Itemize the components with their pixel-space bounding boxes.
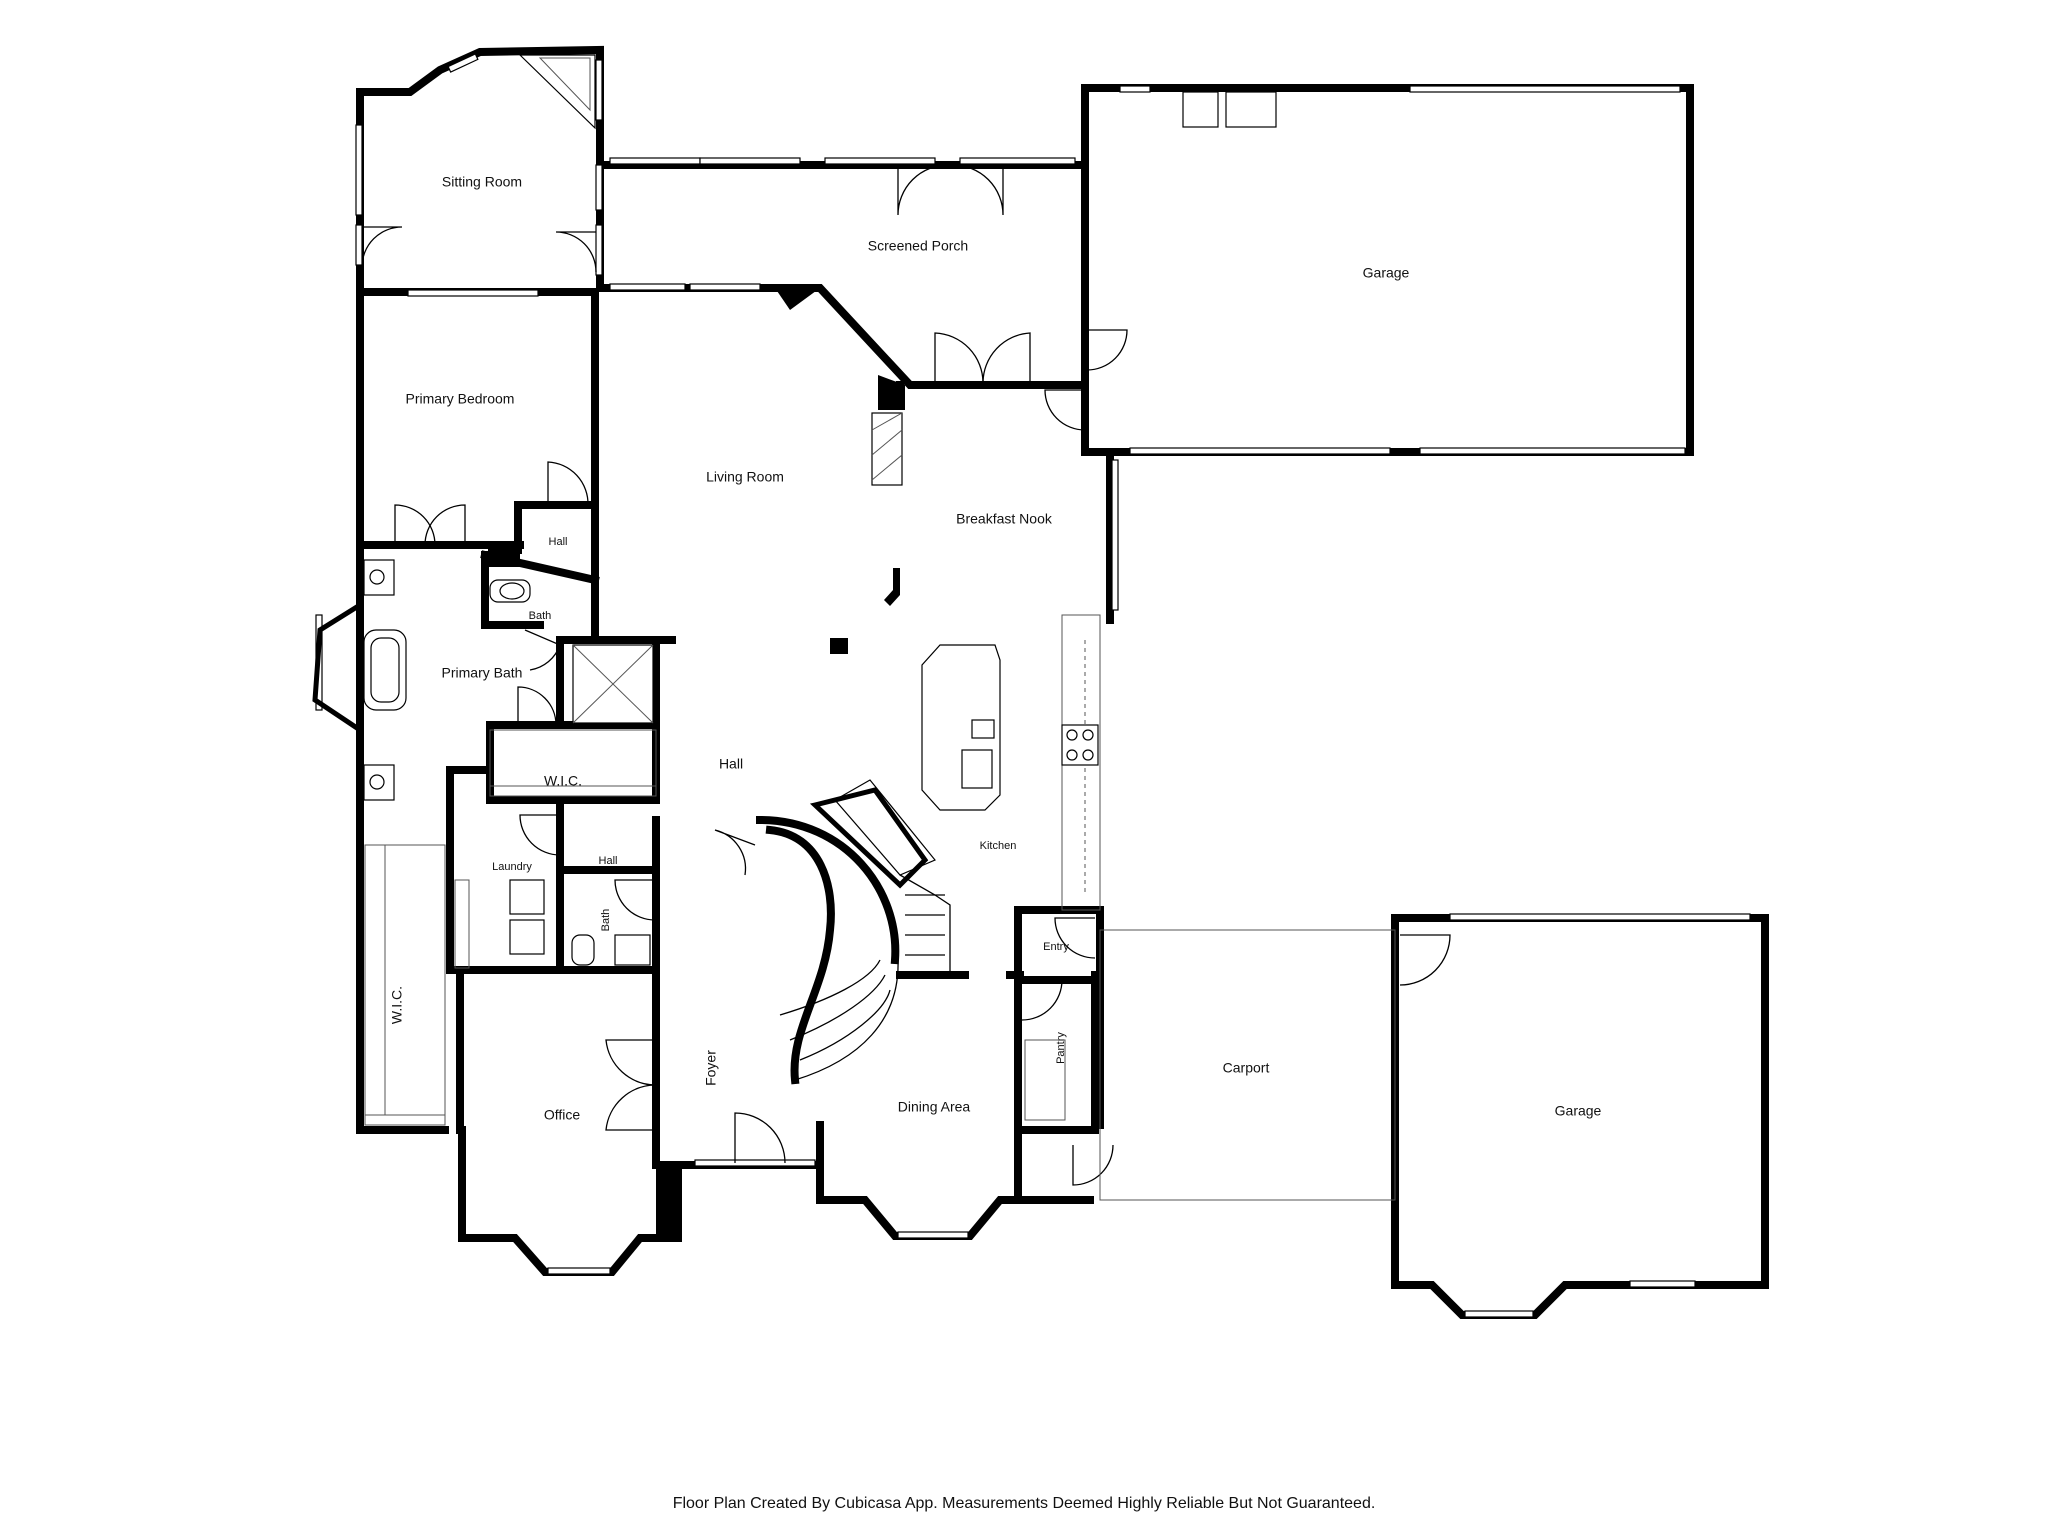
label-bath-lower: Bath — [600, 909, 612, 932]
label-living-room: Living Room — [706, 469, 784, 485]
label-kitchen: Kitchen — [980, 840, 1017, 852]
structural-blocks — [488, 288, 905, 1240]
label-wic-upper: W.I.C. — [544, 773, 582, 789]
footer-disclaimer: Floor Plan Created By Cubicasa App. Meas… — [672, 1495, 1376, 1512]
label-hall-main: Hall — [719, 756, 743, 772]
label-hall-lower: Hall — [599, 855, 618, 867]
label-garage-bottom: Garage — [1555, 1103, 1602, 1119]
label-foyer: Foyer — [703, 1050, 719, 1086]
label-carport: Carport — [1223, 1060, 1270, 1076]
label-laundry: Laundry — [492, 861, 532, 873]
label-entry: Entry — [1043, 941, 1069, 953]
windows — [315, 53, 1751, 1318]
label-primary-bedroom: Primary Bedroom — [406, 391, 515, 407]
label-pantry: Pantry — [1055, 1032, 1067, 1064]
label-bath-upper: Bath — [529, 610, 552, 622]
staircase — [755, 779, 951, 1085]
label-wic-lower: W.I.C. — [389, 986, 405, 1024]
label-breakfast-nook: Breakfast Nook — [956, 511, 1053, 527]
label-office: Office — [544, 1107, 581, 1123]
room-labels: Sitting Room Screened Porch Garage Prima… — [389, 174, 1602, 1123]
label-garage-top: Garage — [1363, 265, 1410, 281]
label-dining-area: Dining Area — [898, 1099, 971, 1115]
label-screened-porch: Screened Porch — [868, 238, 968, 254]
label-hall-small: Hall — [549, 536, 568, 548]
doors — [361, 164, 1451, 1186]
label-primary-bath: Primary Bath — [442, 665, 523, 681]
fixtures — [312, 54, 1396, 1201]
label-sitting-room: Sitting Room — [442, 174, 522, 190]
